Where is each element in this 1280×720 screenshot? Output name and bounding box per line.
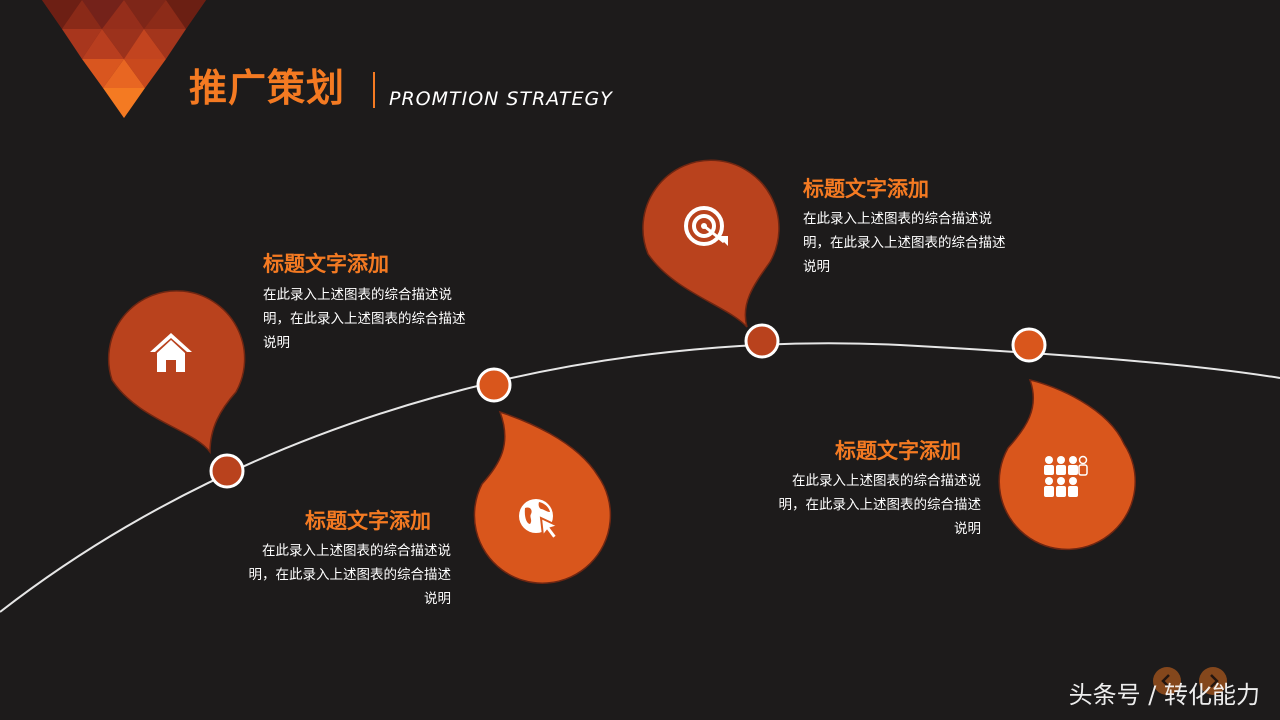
watermark: 头条号 / 转化能力 [1068,681,1260,709]
item-2-title: 标题文字添加 [305,509,431,533]
target-icon [682,202,730,250]
timeline-node-4 [1011,327,1047,363]
title-divider [373,72,375,108]
chevron-right-icon [1210,674,1219,688]
next-slide-button[interactable] [1199,667,1227,695]
page-title: 推广策划 [189,66,346,110]
item-4-desc: 在此录入上述图表的综合描述说明，在此录入上述图表的综合描述说明 [778,473,982,537]
team-icon [1041,454,1089,502]
home-icon [147,328,195,376]
timeline-node-1 [209,453,245,489]
item-2-desc: 在此录入上述图表的综合描述说明，在此录入上述图表的综合描述说明 [248,543,452,607]
bubble-4 [998,378,1136,551]
timeline-node-3 [744,323,780,359]
prev-slide-button[interactable] [1153,667,1181,695]
globe-cursor-icon [514,494,562,542]
bubble-2 [473,410,612,584]
timeline-node-2 [476,367,512,403]
item-1-title: 标题文字添加 [263,252,389,276]
chevron-left-icon [1161,674,1170,688]
page-subtitle: PROMTION STRATEGY [389,88,613,110]
item-3-title: 标题文字添加 [803,177,929,201]
item-1-desc: 在此录入上述图表的综合描述说明，在此录入上述图表的综合描述说明 [263,287,466,351]
item-4-title: 标题文字添加 [835,439,961,463]
item-3-desc: 在此录入上述图表的综合描述说明，在此录入上述图表的综合描述说明 [803,211,1006,275]
